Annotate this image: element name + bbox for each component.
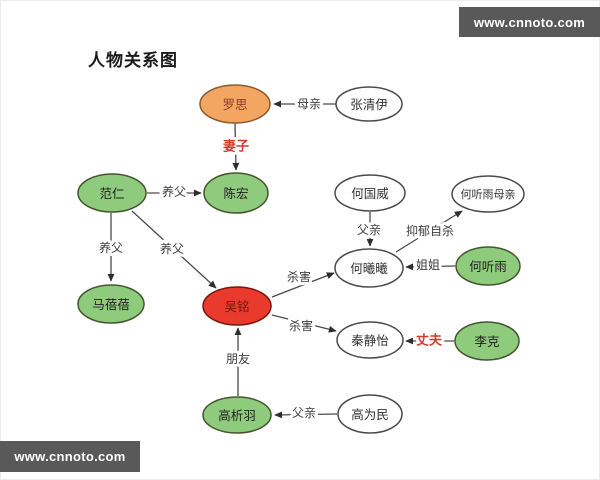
edge-muqin-luosi-label: 母亲: [297, 97, 321, 111]
node-qinjingyi: [336, 321, 404, 359]
edge-yangfu-mabeibei-label: 养父: [99, 240, 123, 255]
watermark-text-top: www.cnnoto.com: [473, 14, 586, 30]
edge-labels-layer: 母亲妻子养父养父养父杀害杀害朋友父亲父亲抑郁自杀姐姐丈夫: [96, 94, 457, 423]
node-chenhong: [203, 172, 269, 214]
node-wuming-label: 吴铭: [224, 299, 249, 314]
edge-shahai-hexixi-label: 杀害: [287, 269, 311, 284]
node-hetingyu: [455, 246, 521, 286]
edge-qizi-chenhong-line: [232, 122, 240, 171]
node-zhangqingyi-label: 张清伊: [350, 97, 388, 112]
node-like: [454, 321, 520, 361]
edge-yangfu-wuming-line: [131, 210, 217, 289]
node-luosi-label: 罗思: [222, 98, 247, 112]
page-title: 人物关系图: [88, 51, 178, 70]
edge-zhangfu-qinjingyi-label: 丈夫: [416, 333, 443, 348]
node-hetingyu-label: 何听雨: [469, 259, 507, 274]
watermark-text-bottom: www.cnnoto.com: [14, 449, 126, 464]
node-hetingyumuqin-label: 何听雨母亲: [461, 187, 516, 201]
edge-jiejie-hexixi-label: 姐姐: [416, 258, 440, 272]
edge-shahai-qinjingyi-label: 杀害: [289, 318, 313, 333]
edges-layer: [107, 100, 463, 419]
node-gaoxiyu: [202, 396, 272, 434]
edge-yiyuzisha-label: 抑郁自杀: [406, 223, 454, 238]
node-heguowei-label: 何国威: [351, 186, 389, 201]
node-gaoxiyu-label: 高析羽: [218, 408, 256, 423]
watermark-banner-bottom: www.cnnoto.com: [0, 441, 140, 472]
edge-fuqin-gaoxiyu-label: 父亲: [292, 406, 316, 420]
edge-qizi-chenhong-label: 妻子: [223, 139, 249, 154]
edge-yangfu-wuming-label: 养父: [160, 241, 184, 256]
edge-pengyou-wuming-label: 朋友: [226, 352, 250, 366]
node-gaoweimin-label: 高为民: [351, 407, 389, 422]
node-hexixi: [334, 248, 404, 288]
node-mabeibei: [77, 284, 145, 324]
node-mabeibei-label: 马蓓蓓: [92, 298, 130, 312]
node-hexixi-label: 何曦曦: [350, 261, 388, 276]
edge-fuqin-hexixi-label: 父亲: [357, 223, 381, 237]
node-luosi: [199, 84, 271, 124]
node-fanren-label: 范仁: [99, 187, 124, 201]
node-hetingyumuqin: [451, 175, 525, 213]
edge-yangfu-chenhong-label: 养父: [162, 184, 186, 199]
edge-shahai-qinjingyi-line: [271, 314, 337, 333]
watermark-banner-top: www.cnnoto.com: [459, 7, 600, 37]
edge-jiejie-hexixi-line: [405, 263, 456, 271]
node-like-label: 李克: [474, 334, 499, 349]
edge-fuqin-gaoxiyu-line: [274, 411, 338, 419]
node-wuming: [202, 286, 272, 326]
node-heguowei: [334, 174, 406, 212]
node-zhangqingyi: [335, 86, 403, 122]
node-gaoweimin: [337, 394, 403, 434]
node-chenhong-label: 陈宏: [223, 186, 248, 201]
node-fanren: [77, 173, 147, 213]
node-qinjingyi-label: 秦静怡: [351, 334, 389, 348]
edge-yiyuzisha-line: [395, 210, 463, 253]
edge-shahai-hexixi-line: [271, 272, 335, 298]
